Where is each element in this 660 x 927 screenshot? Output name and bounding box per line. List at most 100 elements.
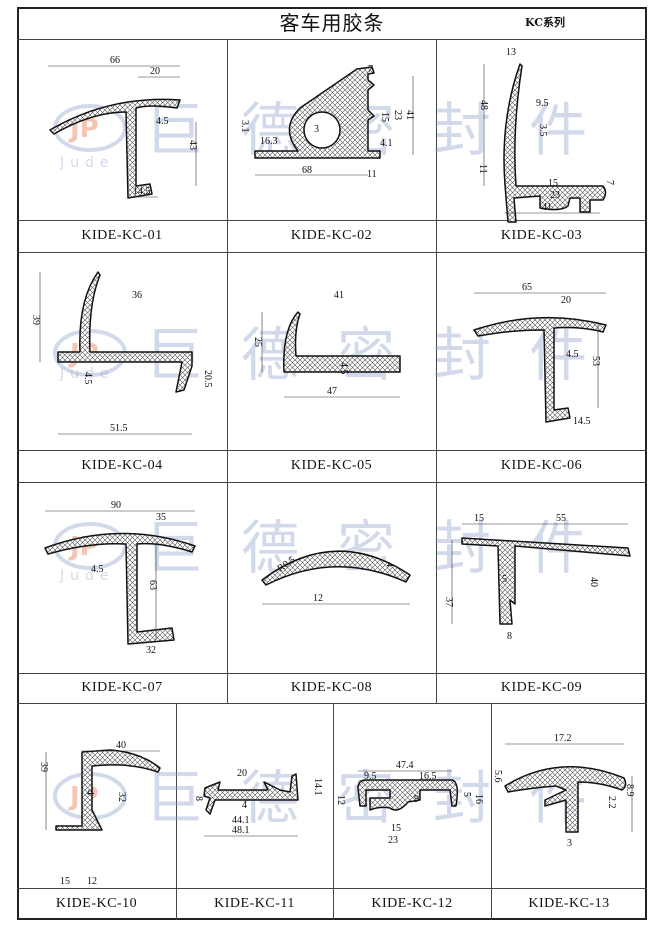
svg-text:巨德密封件: 巨德密封件 bbox=[145, 96, 625, 164]
profile-kc-05 bbox=[283, 311, 401, 373]
dim-label: 35 bbox=[156, 512, 166, 523]
dim-label: 5 bbox=[502, 574, 507, 585]
dim-label: 14.5 bbox=[133, 186, 151, 197]
dim-label: 3 bbox=[314, 124, 319, 135]
dim-label: 39 bbox=[38, 762, 49, 772]
dim-label: 9.5 bbox=[364, 771, 377, 782]
svg-text:Jude: Jude bbox=[59, 366, 115, 382]
divider bbox=[17, 252, 647, 253]
product-code: KIDE-KC-07 bbox=[81, 680, 163, 695]
svg-text:巨德密封件: 巨德密封件 bbox=[145, 321, 625, 389]
dim-label: 3 bbox=[567, 838, 572, 849]
dim-label: 14.1 bbox=[312, 778, 323, 796]
dim-label: 12 bbox=[87, 876, 97, 887]
dim-label: 3.1 bbox=[239, 120, 250, 133]
dim-label: 25 bbox=[252, 337, 263, 347]
product-code: KIDE-KC-12 bbox=[371, 896, 453, 911]
dim-label: 32 bbox=[146, 645, 156, 656]
dim-label: 15 bbox=[474, 513, 484, 524]
dim-label: 14.5 bbox=[573, 416, 591, 427]
dim-label: 15 bbox=[60, 876, 70, 887]
dim-label: 41 bbox=[334, 290, 344, 301]
dim-label: 7 bbox=[368, 64, 373, 75]
divider bbox=[17, 450, 647, 451]
profile-kc-01 bbox=[49, 98, 181, 199]
product-code: KIDE-KC-04 bbox=[81, 458, 163, 473]
product-code: KIDE-KC-10 bbox=[55, 896, 138, 911]
dim-label: 9.5 bbox=[536, 98, 549, 109]
dim-label: 48 bbox=[478, 100, 489, 110]
dim-label: 32 bbox=[116, 792, 127, 802]
divider bbox=[17, 39, 647, 40]
dim-label: 41 bbox=[542, 202, 552, 213]
profile-kc-08 bbox=[261, 550, 411, 586]
dim-label: 48.1 bbox=[232, 825, 250, 836]
dim-label: 90 bbox=[111, 500, 121, 511]
profile-kc-07 bbox=[44, 532, 196, 645]
dim-label: 9 bbox=[414, 794, 419, 805]
dim-label: 5 bbox=[461, 792, 472, 797]
dim-label: 8 bbox=[507, 631, 512, 642]
dim-label: 23 bbox=[388, 835, 398, 846]
divider bbox=[17, 220, 647, 221]
divider bbox=[17, 888, 647, 889]
divider bbox=[17, 482, 647, 483]
product-code: KIDE-KC-13 bbox=[528, 896, 610, 911]
dim-label: 39 bbox=[30, 315, 41, 325]
profile-kc-12 bbox=[357, 779, 459, 811]
dim-label: 16.5 bbox=[419, 771, 437, 782]
dim-label: 44.1 bbox=[232, 815, 250, 826]
dim-label: 15 bbox=[548, 178, 558, 189]
page-title: 客车用胶条 bbox=[279, 11, 385, 35]
divider bbox=[491, 703, 492, 920]
dim-label: 4 bbox=[84, 790, 95, 795]
divider bbox=[176, 703, 177, 920]
dim-label: 13 bbox=[506, 47, 516, 58]
bulb-hole bbox=[303, 111, 341, 149]
profile-kc-10 bbox=[55, 749, 161, 831]
profile-kc-13 bbox=[504, 766, 627, 833]
dim-label: 4.5 bbox=[156, 116, 169, 127]
dim-label: 41 bbox=[404, 110, 415, 120]
series-label: KC系列 bbox=[524, 16, 565, 29]
dim-label: 4.5 bbox=[82, 372, 93, 385]
product-code: KIDE-KC-05 bbox=[290, 458, 373, 473]
dim-label: 16 bbox=[473, 794, 484, 804]
profile-kc-04 bbox=[57, 271, 193, 393]
dim-label: 15 bbox=[379, 112, 390, 122]
profile-kc-06 bbox=[473, 316, 607, 423]
dim-label: 23 bbox=[392, 110, 403, 120]
dim-label: 4.5 bbox=[91, 564, 104, 575]
dim-label: 4 bbox=[384, 562, 395, 567]
dim-label: 4.1 bbox=[380, 138, 393, 149]
divider bbox=[227, 39, 228, 703]
dim-label: 40 bbox=[116, 740, 126, 751]
dim-label: 4 bbox=[242, 800, 247, 811]
dim-label: 11 bbox=[477, 164, 488, 174]
dim-label: 47.4 bbox=[396, 760, 414, 771]
profile-kc-03 bbox=[503, 63, 607, 223]
dim-label: 20 bbox=[561, 295, 571, 306]
dimension-lines bbox=[39, 64, 633, 837]
dim-label: 4.5 bbox=[566, 349, 579, 360]
product-code: KIDE-KC-03 bbox=[500, 228, 583, 243]
dim-label: 66 bbox=[110, 55, 120, 66]
product-code: KIDE-KC-01 bbox=[81, 228, 163, 243]
dim-label: 15 bbox=[391, 823, 401, 834]
dim-label: 20.5 bbox=[202, 370, 213, 388]
divider bbox=[17, 703, 647, 704]
dim-label: 12 bbox=[335, 795, 346, 805]
dim-label: 3.5 bbox=[537, 124, 548, 137]
dim-label: 23 bbox=[550, 190, 560, 201]
dim-label: 47 bbox=[327, 386, 337, 397]
dim-label: 40 bbox=[588, 577, 599, 587]
dim-label: 5.6 bbox=[492, 770, 503, 783]
profile-kc-11 bbox=[203, 773, 299, 815]
dim-label: 53 bbox=[590, 356, 601, 366]
product-code: KIDE-KC-02 bbox=[290, 228, 373, 243]
dim-label: 63 bbox=[147, 580, 158, 590]
product-code: KIDE-KC-08 bbox=[290, 680, 373, 695]
dim-label: 12 bbox=[313, 593, 323, 604]
dim-label: 36 bbox=[132, 290, 142, 301]
